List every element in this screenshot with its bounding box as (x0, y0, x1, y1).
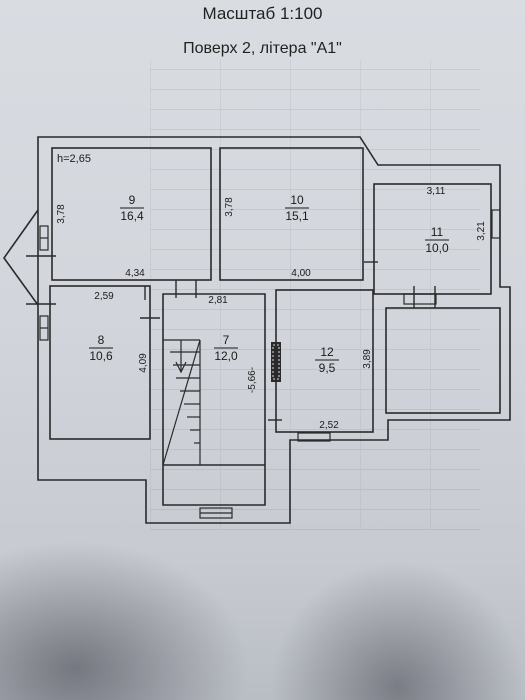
dim-12-right: 3,89 (362, 349, 373, 369)
floor-title: Поверх 2, літера "А1" (183, 40, 342, 57)
dim-10-bottom: 4,00 (291, 268, 311, 279)
room-7-area: 12,0 (214, 349, 238, 363)
dim-7-left: -5,66- (247, 367, 258, 393)
room-8-area: 10,6 (89, 349, 113, 363)
room-12-number: 12 (320, 345, 334, 359)
photo-shadow-right (270, 560, 525, 700)
room-10-outline (219, 147, 364, 281)
dim-9-left: 3,78 (56, 204, 67, 224)
room-9-number: 9 (129, 193, 136, 207)
room-unlabeled-outline (385, 307, 501, 414)
room-12-area: 9,5 (319, 361, 336, 375)
bay-projection (3, 209, 39, 306)
door-ticks (26, 255, 436, 421)
dim-10-left: 3,78 (224, 197, 235, 217)
room-7-number: 7 (223, 333, 230, 347)
staircase (162, 339, 201, 466)
windows (39, 209, 501, 519)
dim-12-bottom: 2,52 (319, 420, 339, 431)
dim-11-top: 3,11 (427, 186, 446, 197)
outer-wall (37, 136, 511, 524)
room-10-area: 15,1 (285, 209, 309, 223)
room-11-area: 10,0 (425, 241, 449, 255)
room-9-area: 16,4 (120, 209, 144, 223)
room-11-number: 11 (431, 225, 444, 239)
dim-8-right: 4,09 (138, 353, 149, 373)
chimney-block (271, 342, 281, 382)
scale-title: Масштаб 1:100 (202, 4, 323, 23)
room-10-number: 10 (290, 193, 304, 207)
dim-11-right: 3,21 (476, 221, 487, 241)
photo-shadow-left (0, 540, 250, 700)
dim-8-top: 2,59 (94, 291, 114, 302)
room-7-outline (162, 293, 266, 506)
room-11-outline (373, 183, 492, 295)
room-8-outline (49, 285, 151, 440)
dim-9-bottom: 4,34 (125, 268, 145, 279)
dim-7-top: 2,81 (208, 295, 228, 306)
room-8-number: 8 (98, 333, 105, 347)
room-9-outline (51, 147, 212, 281)
ceiling-height-label: h=2,65 (57, 153, 91, 165)
